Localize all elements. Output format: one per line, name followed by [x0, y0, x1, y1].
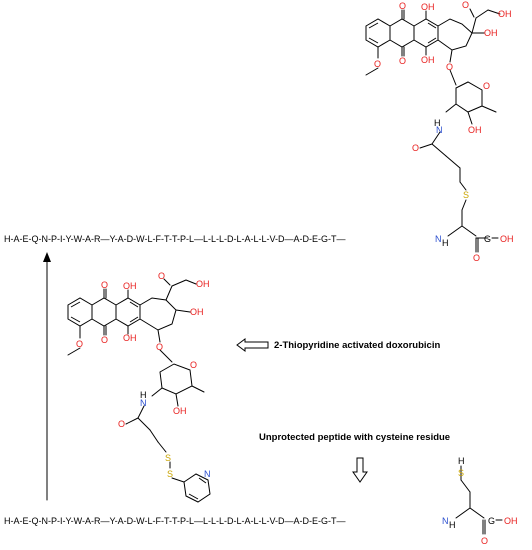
svg-text:OH: OH [421, 2, 435, 12]
svg-text:O: O [101, 335, 108, 345]
svg-text:O: O [118, 419, 125, 429]
svg-text:OH: OH [504, 516, 518, 526]
svg-text:OH: OH [196, 279, 210, 289]
svg-text:O: O [446, 62, 453, 72]
svg-text:N: N [442, 516, 449, 526]
peptide-arrow [352, 457, 368, 483]
svg-text:OH: OH [421, 55, 435, 65]
bottom-peptide-sequence: H-A-E-Q-N-P-I-Y-W-A-R—Y-A-D-W-L-F-T-T-P-… [4, 516, 518, 530]
middle-atom-labels: O OH O OH OH O OH O O O N H OH O S S N [76, 271, 211, 479]
svg-text:G: G [484, 234, 491, 244]
svg-text:OH: OH [498, 9, 512, 19]
svg-text:H-A-E-Q-N-P-I-Y-W-A-R—Y-A-D-W-: H-A-E-Q-N-P-I-Y-W-A-R—Y-A-D-W-L-F-T-T-P-… [4, 516, 346, 526]
svg-text:H: H [442, 238, 449, 248]
svg-text:O: O [158, 271, 165, 281]
svg-text:N: N [435, 234, 442, 244]
svg-text:O: O [76, 339, 83, 349]
svg-text:S: S [165, 453, 171, 463]
top-peptide-sequence: H-A-E-Q-N-P-I-Y-W-A-R—Y-A-D-W-L-F-T-T-P-… [4, 234, 514, 248]
svg-text:S: S [458, 468, 464, 478]
middle-doxorubicin-structure [67, 278, 211, 503]
svg-text:OH: OH [123, 281, 137, 291]
svg-text:O: O [190, 360, 197, 370]
top-atom-labels: O OH O OH OH O OH O O O N H OH O S O [374, 0, 512, 263]
svg-text:H: H [458, 456, 465, 466]
vertical-arrow [43, 252, 51, 501]
svg-text:S: S [167, 469, 173, 479]
svg-text:H: H [449, 520, 456, 530]
svg-text:H: H [140, 390, 147, 400]
reagent-arrow [236, 338, 269, 352]
svg-text:O: O [481, 536, 488, 546]
svg-text:O: O [374, 59, 381, 69]
svg-text:H-A-E-Q-N-P-I-Y-W-A-R—Y-A-D-W-: H-A-E-Q-N-P-I-Y-W-A-R—Y-A-D-W-L-F-T-T-P-… [4, 234, 346, 244]
svg-text:O: O [462, 0, 469, 10]
svg-text:O: O [156, 342, 163, 352]
svg-text:OH: OH [500, 234, 514, 244]
svg-text:N: N [204, 469, 211, 479]
bottom-atom-labels: H S O [458, 456, 488, 546]
svg-text:OH: OH [468, 125, 482, 135]
svg-text:OH: OH [484, 28, 498, 38]
svg-text:N: N [140, 398, 147, 408]
svg-text:OH: OH [190, 307, 204, 317]
svg-text:O: O [412, 143, 419, 153]
svg-text:O: O [101, 280, 108, 290]
top-doxorubicin-structure [365, 8, 501, 253]
svg-text:OH: OH [173, 406, 187, 416]
svg-text:OH: OH [123, 333, 137, 343]
svg-text:O: O [399, 1, 406, 11]
svg-text:O: O [473, 253, 480, 263]
svg-text:G: G [488, 516, 495, 526]
svg-text:O: O [483, 81, 490, 91]
svg-text:H: H [434, 118, 441, 128]
bottom-cysteine-structure [455, 465, 486, 535]
peptide-caption: Unprotected peptide with cysteine residu… [259, 432, 450, 443]
reagent-caption: 2-Thiopyridine activated doxorubicin [274, 340, 440, 351]
svg-text:O: O [399, 56, 406, 66]
svg-text:N: N [436, 125, 443, 135]
svg-text:S: S [463, 190, 469, 200]
